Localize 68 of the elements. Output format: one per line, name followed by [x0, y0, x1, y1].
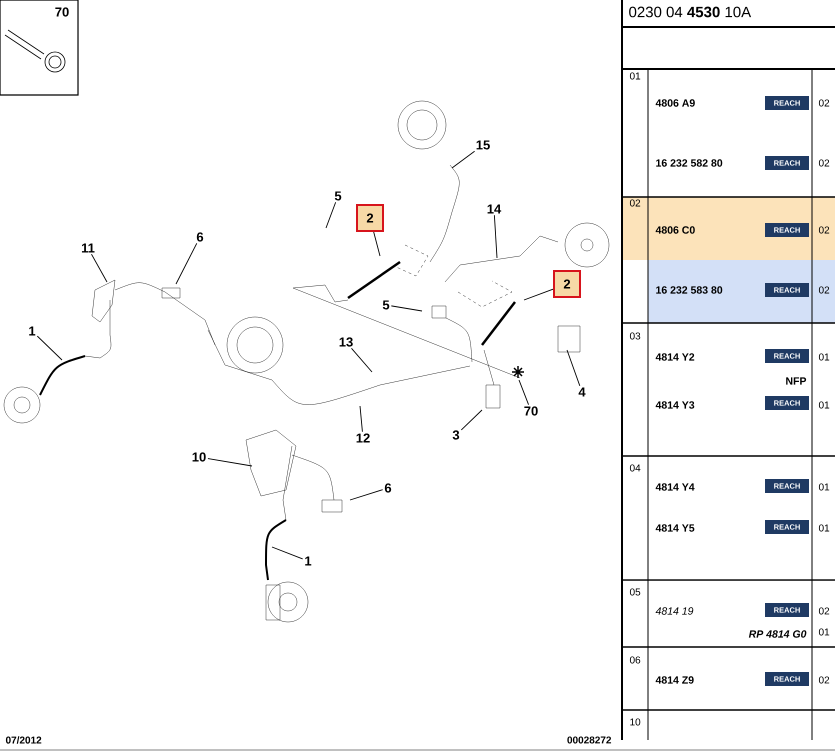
- quantity: 01: [818, 353, 830, 361]
- row-number: 10: [630, 718, 640, 726]
- reference-number: 00028272: [567, 736, 612, 744]
- quantity: 01: [818, 524, 830, 532]
- leader-line: [351, 348, 372, 372]
- date-text: 07/2012: [6, 736, 42, 744]
- leader-line: [350, 489, 384, 500]
- quantity: 02: [818, 226, 830, 234]
- part-number: 4814 Y5: [656, 524, 694, 532]
- leader-line: [272, 546, 304, 560]
- quantity: 02: [818, 159, 830, 167]
- leader-line: [91, 254, 108, 282]
- callout-box: 2: [356, 204, 384, 232]
- callout-number: 11: [82, 244, 95, 252]
- callout-number: 70: [524, 406, 538, 416]
- leader-line: [326, 202, 336, 228]
- callout-number: 6: [196, 232, 204, 242]
- part-number: 4806 C0: [656, 226, 695, 234]
- table-header: 0230 04 4530 10A: [629, 6, 752, 18]
- quantity: 02: [818, 99, 830, 107]
- row-number: 05: [630, 588, 640, 596]
- callout-number: 6: [384, 483, 392, 493]
- callout-number: 14: [488, 204, 502, 214]
- leader-line: [452, 150, 476, 168]
- quantity: 02: [818, 676, 830, 684]
- leader-line: [390, 305, 422, 312]
- leader-line: [373, 232, 380, 256]
- row-number: 03: [630, 332, 640, 340]
- leader-line: [207, 458, 252, 466]
- leader-line: [494, 214, 498, 258]
- row-number: 06: [630, 656, 640, 664]
- row-number: 02: [630, 199, 640, 207]
- part-number: 4814 Y4: [656, 483, 695, 491]
- leader-line: [36, 336, 62, 360]
- part-number: 4814 19: [656, 607, 694, 615]
- leader-line: [524, 288, 554, 300]
- callout-number: 3: [452, 430, 460, 440]
- leader-line: [566, 350, 580, 386]
- part-number: 4814 Y2: [656, 353, 694, 361]
- part-number: 4814 Y3: [656, 401, 694, 409]
- callout-number: 12: [356, 433, 370, 443]
- callout-number: 5: [334, 191, 342, 201]
- part-number: RP 4814 G0: [748, 630, 806, 638]
- quantity: 02: [818, 286, 830, 294]
- part-number: 16 232 583 80: [656, 286, 722, 294]
- callout-number: 13: [340, 337, 353, 347]
- leader-line: [460, 410, 482, 430]
- callout-number: 4: [578, 388, 586, 396]
- leader-line: [176, 242, 198, 284]
- row-number: 01: [630, 72, 640, 80]
- leader-line: [360, 406, 363, 432]
- callout-number: 1: [29, 326, 36, 336]
- callout-box: 2: [553, 270, 581, 298]
- quantity: 01: [818, 401, 830, 409]
- quantity: 01: [818, 483, 830, 491]
- part-number: 4814 Z9: [656, 676, 694, 684]
- row-number: 04: [630, 464, 640, 472]
- callout-number: 15: [476, 140, 490, 150]
- quantity: 02: [818, 607, 830, 615]
- callout-number: 10: [192, 452, 206, 462]
- part-number: 4806 A9: [656, 99, 695, 107]
- quantity: 01: [818, 628, 830, 636]
- callout-number: 5: [382, 300, 390, 310]
- inset-box: 70: [0, 0, 79, 96]
- part-number: 16 232 582 80: [656, 159, 722, 167]
- leader-line: [518, 380, 530, 406]
- note: NFP: [786, 377, 806, 385]
- callout-number: 1: [305, 556, 312, 566]
